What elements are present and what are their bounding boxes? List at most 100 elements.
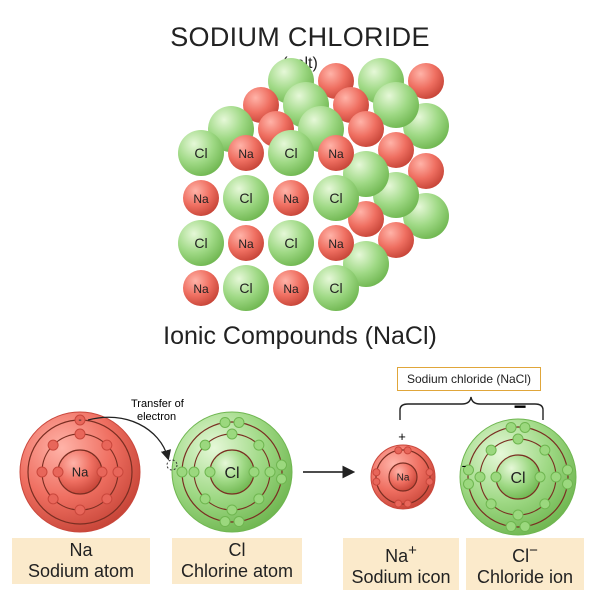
- electron: [562, 464, 574, 476]
- lattice-back-na-sphere: [408, 153, 444, 189]
- lattice-cl-sphere: [268, 220, 314, 266]
- chloride-ion-caption-symbol-row: Cl−: [466, 540, 584, 567]
- sodium-atom-model: Na-: [19, 411, 141, 533]
- atom-symbol: Na: [397, 473, 410, 484]
- electron: [562, 478, 574, 490]
- electron: [74, 428, 86, 440]
- sodium-ion-caption-symbol-row: Na+: [343, 540, 459, 567]
- chloride-ion-caption-superscript: −: [529, 542, 538, 559]
- sodium-atom-caption: Na Sodium atom: [12, 538, 150, 584]
- lattice-cl-label: Cl: [239, 190, 252, 206]
- electron: [519, 521, 531, 533]
- lattice-cl-sphere: [313, 175, 359, 221]
- electron: [550, 471, 562, 483]
- lattice-cl-label: Cl: [239, 280, 252, 296]
- electron: [199, 439, 211, 451]
- chlorine-atom-caption-name: Chlorine atom: [180, 561, 294, 581]
- lattice-cl-sphere: [223, 265, 269, 311]
- lattice-back-cl-sphere: [373, 82, 419, 128]
- electron: [264, 466, 276, 478]
- electron: [462, 478, 474, 490]
- electron: [204, 466, 216, 478]
- electron: [112, 466, 124, 478]
- electron: [403, 499, 412, 508]
- electron: [276, 459, 288, 471]
- lattice-na-sphere: [183, 180, 219, 216]
- electron: [253, 439, 265, 451]
- electron: [394, 499, 403, 508]
- electron: [36, 466, 48, 478]
- sodium-ion-model: Na: [370, 444, 436, 510]
- electron: [490, 471, 502, 483]
- chlorine-atom-caption-symbol: Cl: [228, 540, 246, 560]
- lattice-na-sphere: [318, 225, 354, 261]
- electron: [47, 493, 59, 505]
- electron: [276, 473, 288, 485]
- electron: [233, 416, 245, 428]
- electron: [372, 477, 381, 486]
- nucleus: [388, 462, 418, 492]
- lattice-cl-label: Cl: [194, 145, 207, 161]
- lattice-cl-sphere: [178, 130, 224, 176]
- lattice-cl-sphere: [223, 175, 269, 221]
- chlorine-atom-caption: Cl Chlorine atom: [172, 538, 302, 584]
- valence-electron: [74, 414, 86, 426]
- electron: [248, 466, 260, 478]
- electron: [101, 493, 113, 505]
- transfer-label-line2: electron: [137, 411, 176, 423]
- lattice-na-label: Na: [283, 192, 299, 206]
- chloride-ion-charge: −: [514, 394, 527, 419]
- compound-label: Sodium chloride (NaCl): [397, 367, 541, 391]
- electron: [485, 444, 497, 456]
- electron: [101, 439, 113, 451]
- lattice-na-label: Na: [193, 192, 209, 206]
- sodium-ion-caption: Na+ Sodium icon: [343, 538, 459, 590]
- section-heading: Ionic Compounds (NaCl): [163, 322, 437, 350]
- lattice-cl-label: Cl: [194, 235, 207, 251]
- electron: [188, 466, 200, 478]
- electron: [512, 509, 524, 521]
- lattice-back-na-sphere: [348, 111, 384, 147]
- lattice-cl-label: Cl: [329, 190, 342, 206]
- electron: [226, 504, 238, 516]
- lattice-cl-sphere: [313, 265, 359, 311]
- atom-symbol: Na: [72, 465, 89, 480]
- electron: [219, 416, 231, 428]
- chlorine-atom-model: Cl: [171, 411, 293, 533]
- electron: [372, 468, 381, 477]
- lattice-cl-sphere: [178, 220, 224, 266]
- chloride-ion-model: Cl: [459, 418, 577, 536]
- electron: [505, 421, 517, 433]
- electron: [534, 471, 546, 483]
- sodium-ion-caption-name: Sodium icon: [351, 567, 451, 587]
- sodium-atom-caption-name: Sodium atom: [27, 561, 135, 581]
- electron: [74, 504, 86, 516]
- electron: [394, 446, 403, 455]
- electron: [539, 444, 551, 456]
- electron-shell: [467, 426, 569, 528]
- electron: [199, 493, 211, 505]
- lattice-na-sphere: [273, 270, 309, 306]
- lattice-cl-label: Cl: [284, 145, 297, 161]
- lattice-na-sphere: [273, 180, 309, 216]
- electron: [96, 466, 108, 478]
- electron-shell: [375, 449, 431, 505]
- lattice-na-sphere: [318, 135, 354, 171]
- lattice-na-label: Na: [283, 282, 299, 296]
- electron: [474, 471, 486, 483]
- chloride-ion-small-minus: -: [462, 457, 467, 473]
- transfer-label-line1: Transfer of: [131, 398, 185, 410]
- diagram-title: SODIUM CHLORIDE: [170, 22, 430, 52]
- compound-bracket: [399, 396, 544, 420]
- lattice-cl-label: Cl: [329, 280, 342, 296]
- lattice-na-sphere: [183, 270, 219, 306]
- atom-symbol: Cl: [510, 470, 525, 487]
- sodium-ion-caption-superscript: +: [408, 542, 417, 559]
- electron: [519, 421, 531, 433]
- electron: [403, 446, 412, 455]
- electron: [505, 521, 517, 533]
- lattice-na-label: Na: [193, 282, 209, 296]
- lattice-na-label: Na: [328, 147, 344, 161]
- electron: [233, 516, 245, 528]
